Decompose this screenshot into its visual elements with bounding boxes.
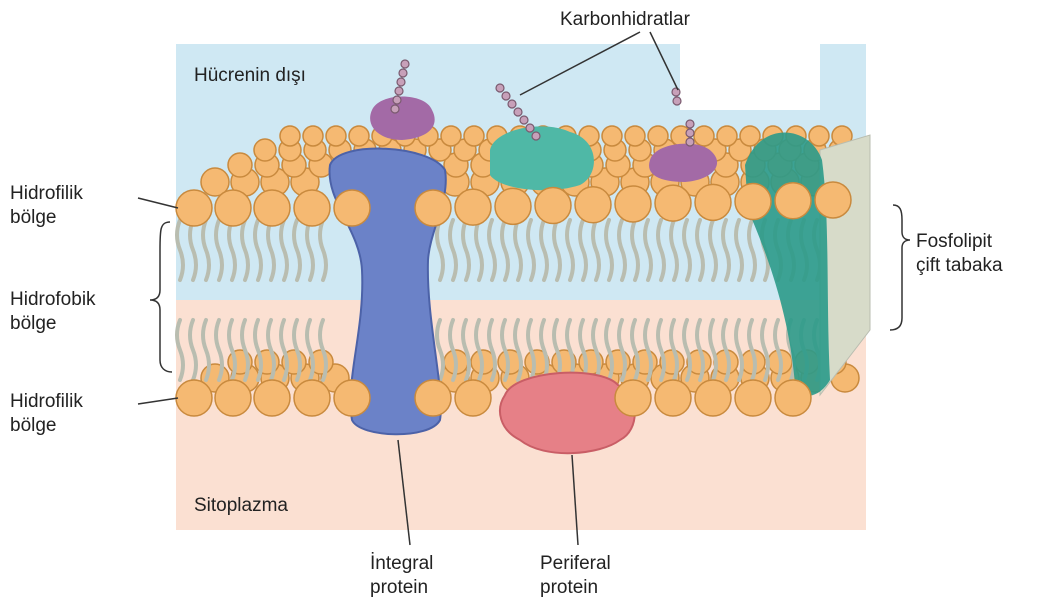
phospholipid-head — [809, 126, 829, 146]
hydrophilic-top-leader — [138, 198, 178, 208]
hydrophilic-bottom-label: Hidrofilik bölge — [10, 390, 83, 438]
phospholipid-head-top — [615, 186, 651, 222]
glycoprotein-purple-left — [370, 97, 435, 141]
phospholipid-head — [602, 126, 622, 146]
phospholipid-head-bottom — [735, 380, 771, 416]
phospholipid-head-top — [415, 190, 451, 226]
phospholipid-head-bottom — [455, 380, 491, 416]
phospholipid-head — [441, 126, 461, 146]
bilayer-label: Fosfolipit çift tabaka — [916, 230, 1003, 278]
phospholipid-head-bottom — [415, 380, 451, 416]
cytoplasm-label: Sitoplazma — [194, 494, 288, 518]
hydrophobic-brace — [150, 222, 172, 372]
sugar-unit — [508, 100, 516, 108]
sugar-unit — [397, 78, 405, 86]
bilayer-line1: Fosfolipit — [916, 230, 1003, 254]
phospholipid-head-bottom — [176, 380, 212, 416]
phospholipid-head-top — [176, 190, 212, 226]
sugar-unit — [532, 132, 540, 140]
phospholipid-head-top — [575, 187, 611, 223]
sugar-unit — [393, 96, 401, 104]
phospholipid-head-bottom — [334, 380, 370, 416]
phospholipid-head-top — [254, 190, 290, 226]
phospholipid-head-bottom — [294, 380, 330, 416]
hydrophilic-bottom-leader — [138, 398, 178, 404]
phospholipid-head-top — [455, 189, 491, 225]
sugar-unit — [496, 84, 504, 92]
phospholipid-head — [464, 126, 484, 146]
sugar-unit — [395, 87, 403, 95]
phospholipid-head-top — [535, 188, 571, 224]
outside-label: Hücrenin dışı — [194, 64, 306, 88]
phospholipid-head-bottom — [215, 380, 251, 416]
phospholipid-head — [648, 126, 668, 146]
integral-label: İntegral protein — [370, 552, 433, 600]
sugar-unit — [401, 60, 409, 68]
sugar-unit — [672, 88, 680, 96]
glycoprotein-teal — [490, 126, 594, 190]
bilayer-brace — [890, 205, 910, 330]
phospholipid-head-top — [695, 184, 731, 220]
peripheral-label: Periferal protein — [540, 552, 611, 600]
hydrophobic-line2: bölge — [10, 312, 96, 336]
hydrophilic-bottom-line2: bölge — [10, 414, 83, 438]
phospholipid-head-bottom — [254, 380, 290, 416]
phospholipid-head — [625, 126, 645, 146]
phospholipid-head — [254, 139, 276, 161]
phospholipid-head — [740, 126, 760, 146]
sugar-unit — [520, 116, 528, 124]
peripheral-line2: protein — [540, 576, 611, 600]
phospholipid-head-top — [775, 183, 811, 219]
sugar-unit — [514, 108, 522, 116]
peripheral-protein — [500, 373, 635, 454]
peripheral-line1: Periferal — [540, 552, 611, 576]
sugar-unit — [391, 105, 399, 113]
phospholipid-head-bottom — [655, 380, 691, 416]
phospholipid-head-top — [815, 182, 851, 218]
hydrophilic-top-line2: bölge — [10, 206, 83, 230]
sugar-unit — [686, 129, 694, 137]
phospholipid-head-bottom — [695, 380, 731, 416]
phospholipid-head-top — [334, 190, 370, 226]
phospholipid-head-top — [294, 190, 330, 226]
sugar-unit — [686, 138, 694, 146]
phospholipid-head — [303, 126, 323, 146]
sugar-unit — [399, 69, 407, 77]
phospholipid-head — [280, 126, 300, 146]
hydrophilic-bottom-line1: Hidrofilik — [10, 390, 83, 414]
integral-line1: İntegral — [370, 552, 433, 576]
phospholipid-head-bottom — [775, 380, 811, 416]
carbohydrates-label: Karbonhidratlar — [560, 8, 690, 32]
phospholipid-head-top — [735, 184, 771, 220]
sugar-unit — [526, 124, 534, 132]
phospholipid-head-top — [495, 188, 531, 224]
phospholipid-head — [694, 126, 714, 146]
hydrophilic-top-line1: Hidrofilik — [10, 182, 83, 206]
sugar-unit — [502, 92, 510, 100]
sugar-unit — [686, 120, 694, 128]
phospholipid-head — [326, 126, 346, 146]
top-right-blank — [680, 40, 820, 110]
sugar-unit — [673, 97, 681, 105]
phospholipid-head — [717, 126, 737, 146]
phospholipid-head-top — [215, 190, 251, 226]
integral-line2: protein — [370, 576, 433, 600]
hydrophilic-top-label: Hidrofilik bölge — [10, 182, 83, 230]
phospholipid-head-bottom — [615, 380, 651, 416]
phospholipid-head-top — [655, 185, 691, 221]
bilayer-line2: çift tabaka — [916, 254, 1003, 278]
hydrophobic-line1: Hidrofobik — [10, 288, 96, 312]
phospholipid-head — [228, 153, 252, 177]
hydrophobic-label: Hidrofobik bölge — [10, 288, 96, 336]
phospholipid-head — [349, 126, 369, 146]
